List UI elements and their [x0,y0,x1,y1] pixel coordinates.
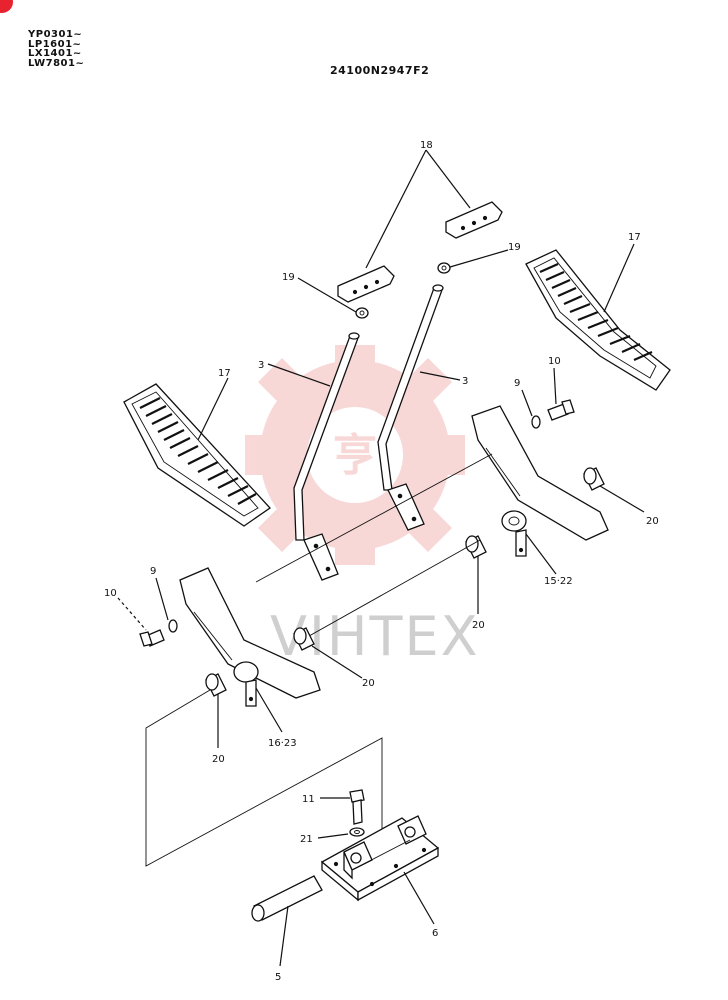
callout-9: 9 [514,378,520,389]
washer-right [531,415,541,429]
callout-10: 10 [104,588,117,599]
pedal-pad-left [337,265,395,303]
callout-16-23: 16·23 [268,738,297,749]
corner-badge [0,0,13,13]
pedal-pad-right [445,201,503,239]
callout-6: 6 [432,928,438,939]
bushing [293,627,315,651]
pivot-bracket [320,815,440,902]
bolt-right [547,399,575,421]
pivot-pin [251,875,323,922]
callout-20: 20 [362,678,375,689]
callout-9: 9 [150,566,156,577]
svg-text:亨: 亨 [333,430,377,481]
floor-mat-left [123,383,271,527]
callout-3: 3 [462,376,468,387]
bushing [465,535,487,559]
pedal-rod-left [293,332,360,581]
serial-range: LW7801~ [28,57,85,69]
serial-range: LX1401~ [28,48,82,59]
callout-18: 18 [420,140,433,151]
washer-left [168,619,178,633]
callout-17: 17 [628,232,641,243]
nut-right [437,262,451,274]
callout-20: 20 [472,620,485,631]
floor-mat-right [525,249,671,391]
callout-20: 20 [212,754,225,765]
drawing-code: 24100N2947F2 [330,64,430,77]
bushing [583,467,605,491]
watermark-logo: 亨 [245,345,465,565]
serial-range-list: YP0301~ LP1601~ LX1401~ LW7801~ [28,30,84,68]
callout-15-22: 15·22 [544,576,573,587]
callout-19: 19 [508,242,521,253]
callout-21: 21 [300,834,313,845]
callout-20: 20 [646,516,659,527]
bolt-bracket [349,789,365,825]
bushing [205,673,227,697]
serial-range: YP0301~ [28,29,83,40]
callout-17: 17 [218,368,231,379]
callout-5: 5 [275,972,281,983]
bolt-left [139,629,165,647]
pedal-arm-right [471,405,609,557]
pedal-rod-right [377,284,444,531]
washer-bracket [349,827,365,837]
callout-3: 3 [258,360,264,371]
callout-10: 10 [548,356,561,367]
pedal-arm-left [179,567,321,707]
callout-11: 11 [302,794,315,805]
serial-range: LP1601~ [28,38,82,50]
nut-left [355,307,369,319]
callout-19: 19 [282,272,295,283]
